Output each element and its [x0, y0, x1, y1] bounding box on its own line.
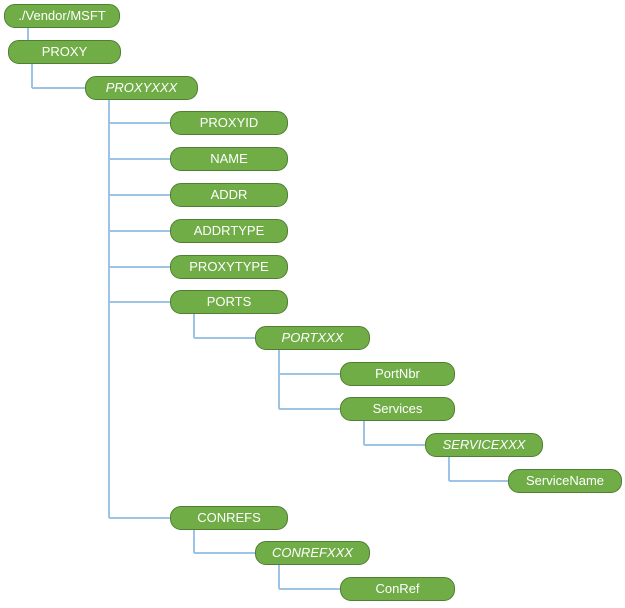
connector-trunk-conrefxxx: [278, 565, 280, 589]
connector-proxyxxx-addr: [109, 194, 170, 196]
tree-node-addr: ADDR: [170, 183, 288, 207]
tree-node-services: Services: [340, 397, 455, 421]
connector-trunk-proxy: [31, 64, 33, 88]
tree-node-portnbr: PortNbr: [340, 362, 455, 386]
tree-node-conref: ConRef: [340, 577, 455, 601]
tree-node-portxxx: PORTXXX: [255, 326, 370, 350]
connector-proxyxxx-ports: [109, 301, 170, 303]
tree-node-ports: PORTS: [170, 290, 288, 314]
connector-trunk-servicexxx: [448, 457, 450, 481]
connector-trunk-proxyxxx: [108, 100, 110, 518]
connector-proxyxxx-addrtype: [109, 230, 170, 232]
connector-trunk-services: [363, 421, 365, 445]
connector-portxxx-services: [279, 408, 340, 410]
connector-conrefs-conrefxxx: [194, 552, 255, 554]
connector-trunk-ports: [193, 314, 195, 338]
tree-node-servicexxx: SERVICEXXX: [425, 433, 543, 457]
connector-trunk-portxxx: [278, 350, 280, 409]
connector-proxyxxx-conrefs: [109, 517, 170, 519]
connector-ports-portxxx: [194, 337, 255, 339]
tree-node-servicename: ServiceName: [508, 469, 622, 493]
tree-node-vendor-msft: ./Vendor/MSFT: [4, 4, 120, 28]
tree-node-proxyxxx: PROXYXXX: [85, 76, 198, 100]
tree-node-conrefxxx: CONREFXXX: [255, 541, 370, 565]
connector-trunk-conrefs: [193, 530, 195, 553]
connector-conrefxxx-conref: [279, 588, 340, 590]
tree-node-proxyid: PROXYID: [170, 111, 288, 135]
tree-node-addrtype: ADDRTYPE: [170, 219, 288, 243]
tree-node-name: NAME: [170, 147, 288, 171]
connector-proxyxxx-proxyid: [109, 122, 170, 124]
connector-proxyxxx-name: [109, 158, 170, 160]
connector-trunk-vendor-msft: [27, 28, 29, 40]
connector-portxxx-portnbr: [279, 373, 340, 375]
connector-proxy-proxyxxx: [32, 87, 85, 89]
connector-services-servicexxx: [364, 444, 425, 446]
tree-node-proxy: PROXY: [8, 40, 121, 64]
tree-node-conrefs: CONREFS: [170, 506, 288, 530]
connector-proxyxxx-proxytype: [109, 266, 170, 268]
connector-servicexxx-servicename: [449, 480, 508, 482]
tree-node-proxytype: PROXYTYPE: [170, 255, 288, 279]
